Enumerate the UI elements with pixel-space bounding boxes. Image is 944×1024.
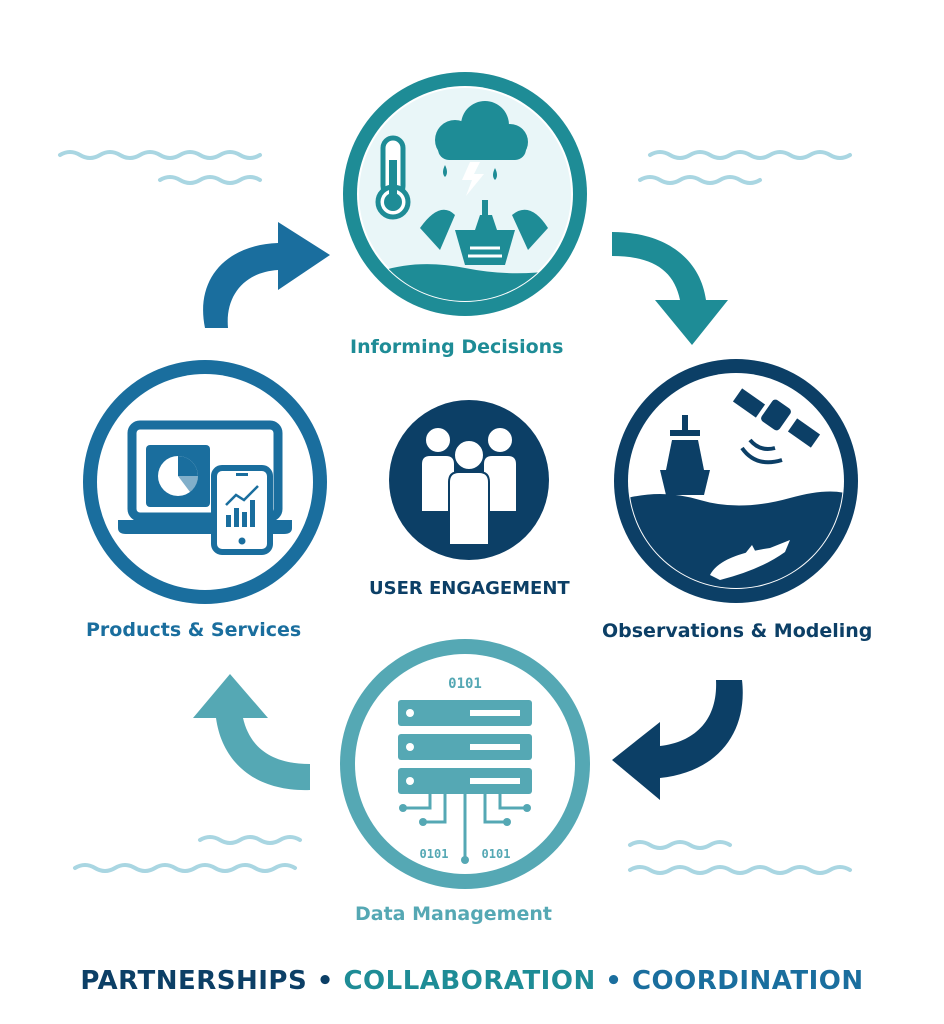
observations-modeling-label: Observations & Modeling bbox=[602, 620, 873, 642]
binary-icon-left: 0101 bbox=[420, 847, 449, 861]
thermometer-icon bbox=[375, 135, 411, 220]
arrow-to-data bbox=[612, 680, 743, 800]
binary-icon-right: 0101 bbox=[482, 847, 511, 861]
footer-partnerships: PARTNERSHIPS bbox=[80, 966, 308, 996]
footer-collaboration: COLLABORATION bbox=[343, 966, 596, 996]
footer-separator: • bbox=[316, 966, 334, 996]
server-icon bbox=[398, 700, 532, 794]
data-management-node: 0101 0101 0101 bbox=[340, 639, 590, 889]
products-services-node bbox=[83, 360, 327, 604]
data-management-label: Data Management bbox=[355, 903, 552, 925]
binary-icon: 0101 bbox=[448, 676, 482, 692]
arrow-to-observations bbox=[612, 232, 728, 345]
products-services-label: Products & Services bbox=[86, 619, 302, 641]
phone-chart-icon bbox=[211, 465, 273, 555]
user-engagement-node bbox=[389, 400, 549, 560]
storm-cloud-icon bbox=[435, 101, 528, 196]
ship-icon bbox=[420, 200, 548, 265]
informing-decisions-node bbox=[343, 72, 587, 316]
buoy-icon bbox=[660, 415, 710, 495]
informing-decisions-label: Informing Decisions bbox=[350, 336, 564, 358]
pie-chart-icon bbox=[146, 445, 210, 507]
circuit-lines bbox=[405, 794, 525, 858]
satellite-icon bbox=[732, 388, 821, 465]
arrow-to-products bbox=[193, 674, 310, 791]
footer-coordination: COORDINATION bbox=[631, 966, 864, 996]
people-group-icon bbox=[420, 426, 518, 546]
footer-separator: • bbox=[605, 966, 623, 996]
glider-icon bbox=[710, 540, 790, 580]
arrow-to-informing bbox=[203, 222, 330, 328]
wave-decoration bbox=[58, 150, 852, 875]
user-engagement-label: USER ENGAGEMENT bbox=[369, 578, 570, 599]
observations-modeling-node bbox=[614, 359, 858, 603]
footer-tagline: PARTNERSHIPS • COLLABORATION • COORDINAT… bbox=[0, 966, 944, 996]
